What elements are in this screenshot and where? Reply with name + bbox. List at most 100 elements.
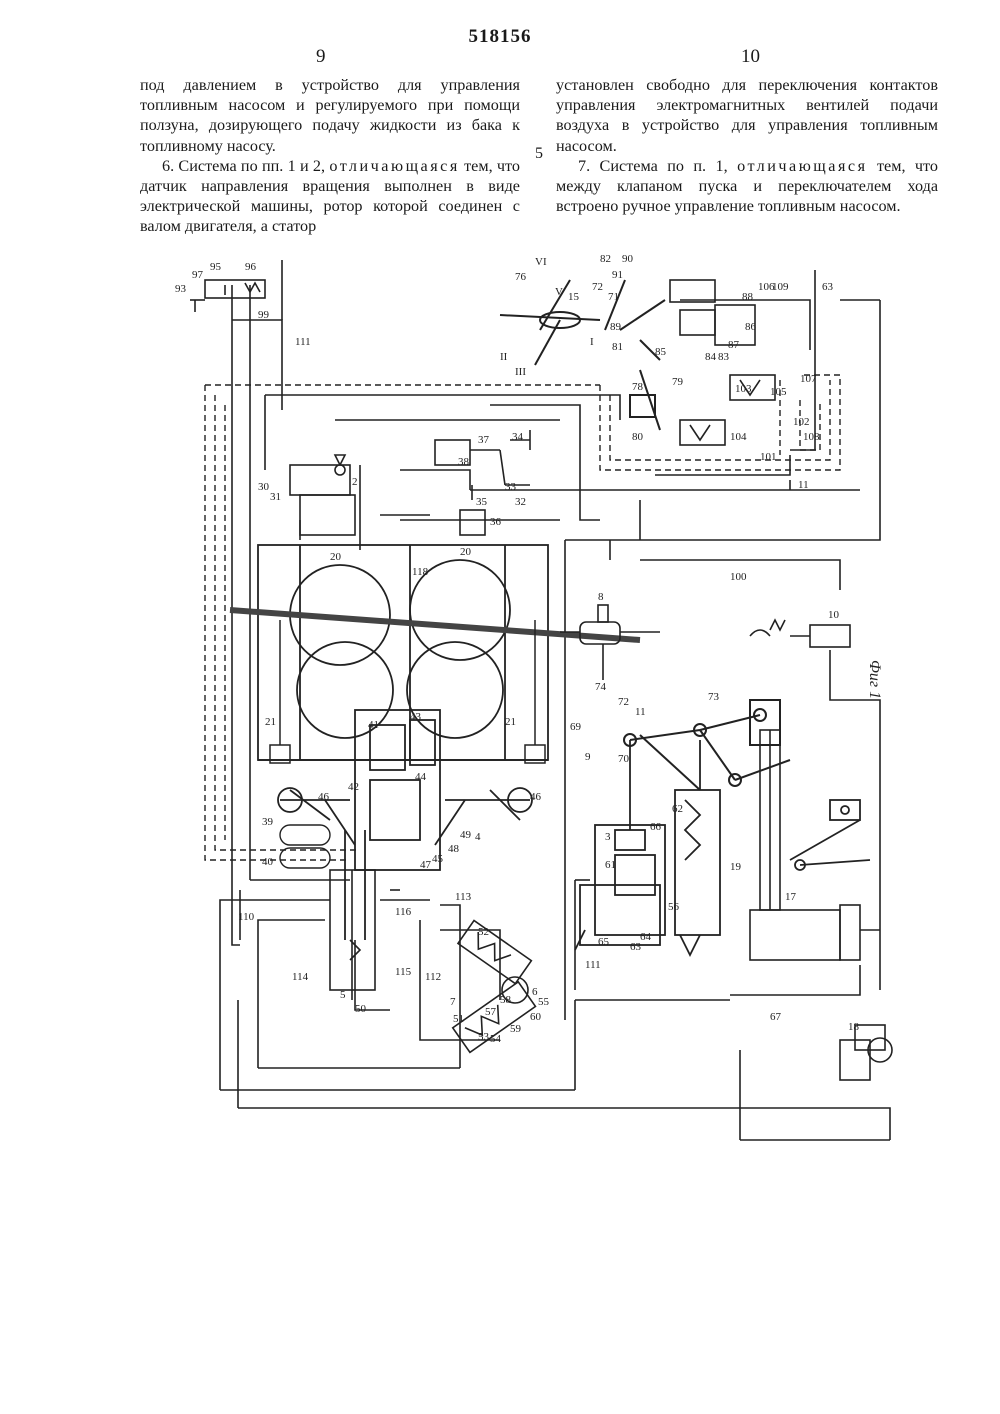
part-label: 38 [458,456,470,468]
part-label: 115 [395,966,412,978]
part-label: 48 [448,843,460,855]
part-label: 72 [618,696,629,708]
part-label: 10 [828,609,840,621]
part-label: 63 [822,281,834,293]
part-label: 110 [238,911,255,923]
part-label: 101 [760,451,777,463]
part-label: 67 [770,1011,782,1023]
part-label: 40 [262,856,274,868]
part-label: 109 [772,281,789,293]
part-label: 88 [742,291,754,303]
part-label: VI [535,256,547,268]
part-label: 8 [598,591,604,603]
part-label: 97 [192,269,204,281]
part-label: 91 [612,269,623,281]
part-label: 64 [640,931,652,943]
part-label: 111 [295,336,311,348]
part-label: 58 [500,994,512,1006]
part-label: 5 [340,989,346,1001]
part-label: 118 [412,566,429,578]
part-label: 6 [532,986,538,998]
part-label: 74 [595,681,607,693]
figure-part-labels: 93 97 95 96 99 111 76 V VI 15 II III I 9… [175,253,860,1045]
part-label: 39 [262,816,274,828]
part-label: 61 [605,859,616,871]
part-label: 31 [270,491,281,503]
part-label: 80 [632,431,644,443]
part-label: 20 [330,551,342,563]
part-label: 49 [460,829,472,841]
part-label: 2 [352,476,358,488]
part-label: 20 [460,546,472,558]
part-label: 73 [708,691,720,703]
part-label: 35 [476,496,488,508]
part-label: 86 [745,321,757,333]
part-label: 44 [415,771,427,783]
part-label: 11 [798,479,809,491]
part-label: 103 [735,383,752,395]
part-label: 85 [655,346,667,358]
part-label: 47 [420,859,432,871]
part-label: 46 [530,791,542,803]
part-label: 112 [425,971,441,983]
part-label: II [500,351,508,363]
part-label: 19 [730,861,742,873]
part-label: 81 [612,341,623,353]
part-label: 104 [730,431,747,443]
part-label: 21 [505,716,516,728]
part-label: 90 [622,253,634,265]
part-label: 52 [478,926,489,938]
part-label: 84 [705,351,717,363]
part-label: 32 [515,496,526,508]
part-label: 89 [610,321,622,333]
part-label: 50 [355,1003,367,1015]
part-label: 82 [600,253,611,265]
part-label: III [515,366,526,378]
part-label: 42 [348,781,359,793]
part-label: 53 [478,1031,490,1043]
part-label: 41 [368,719,379,731]
part-label: 116 [395,906,412,918]
part-label: V [555,286,563,298]
part-label: 83 [718,351,730,363]
part-label: I [590,336,594,348]
part-label: 17 [785,891,797,903]
part-label: 45 [432,853,444,865]
part-label: 102 [793,416,810,428]
part-label: 105 [770,386,787,398]
part-label: 71 [608,291,619,303]
part-label: 46 [318,791,330,803]
part-label: 43 [410,711,422,723]
part-label: 111 [585,959,601,971]
part-label: 55 [538,996,550,1008]
part-label: 78 [632,381,644,393]
part-label: 100 [730,571,747,583]
part-label: 69 [570,721,582,733]
part-label: 96 [245,261,257,273]
part-label: 9 [585,751,591,763]
part-label: 36 [490,516,502,528]
part-label: 95 [210,261,222,273]
part-label: 57 [485,1006,497,1018]
part-label: 15 [568,291,580,303]
part-label: 93 [175,283,187,295]
part-label: 65 [598,936,610,948]
part-label: 21 [265,716,276,728]
part-label: 34 [512,431,524,443]
part-label: 108 [803,431,820,443]
part-label: 18 [848,1021,860,1033]
part-label: 113 [455,891,472,903]
part-label: 4 [475,831,481,843]
figure-caption: Фиг 1 [866,660,883,699]
part-label: 72 [592,281,603,293]
part-label: 107 [800,373,817,385]
part-label: 37 [478,434,490,446]
part-label: 30 [258,481,270,493]
part-label: 51 [453,1013,464,1025]
part-label: 62 [672,803,683,815]
part-label: 99 [258,309,270,321]
part-label: 60 [530,1011,542,1023]
part-label: 70 [618,753,630,765]
part-label: 79 [672,376,684,388]
